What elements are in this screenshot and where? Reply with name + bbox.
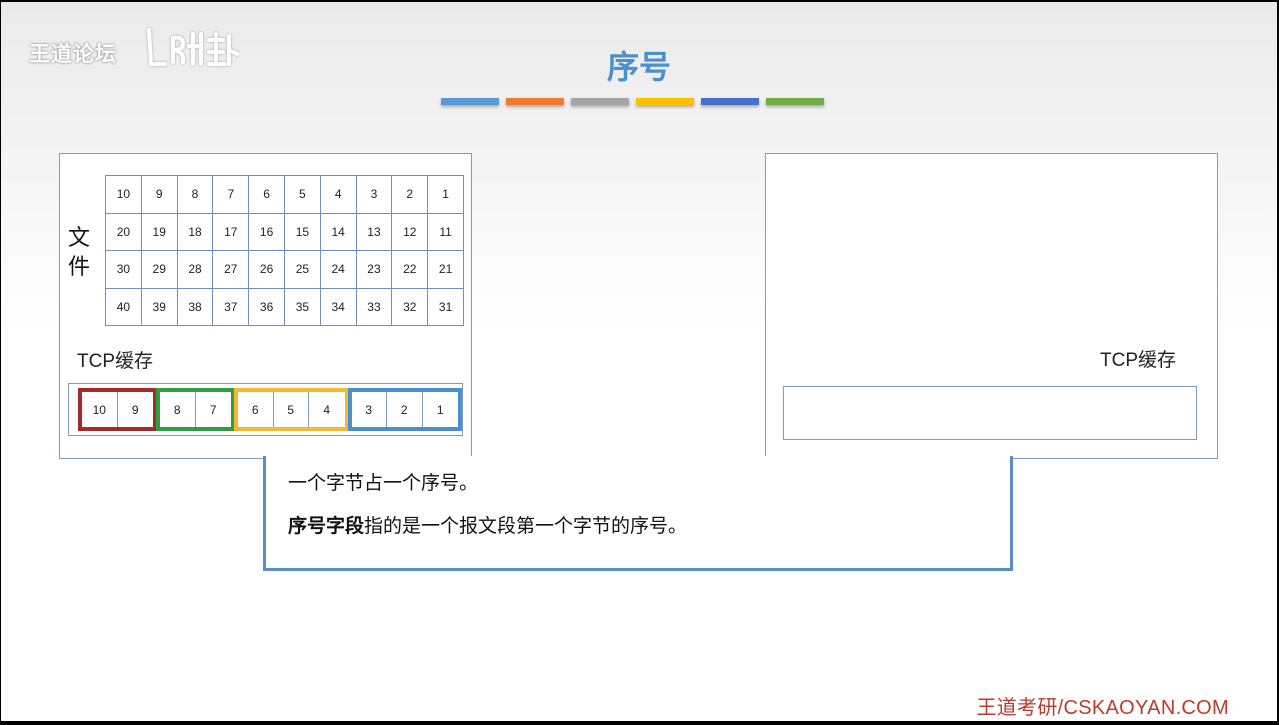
byte-cell: 35 [284,288,321,326]
byte-cell: 9 [141,176,178,214]
byte-cell: 22 [392,251,429,289]
receiver-panel: TCP缓存 [765,153,1218,459]
byte-cell: 25 [284,251,321,289]
byte-cell: 32 [392,288,429,326]
color-bar [441,98,499,105]
byte-cell: 34 [320,288,357,326]
byte-cell: 23 [356,251,393,289]
file-label-char: 件 [67,255,90,280]
segment-byte-cell: 8 [160,392,196,427]
byte-cell: 6 [249,176,285,214]
color-bar [701,98,759,105]
byte-cell: 2 [392,176,429,214]
note-bold-term: 序号字段 [288,515,365,537]
byte-cell: 14 [320,213,357,251]
byte-cell: 40 [106,288,142,326]
byte-cell: 3 [356,176,393,214]
byte-cell: 26 [249,251,285,289]
segment-byte-cell: 6 [238,392,274,427]
byte-cell: 33 [356,288,393,326]
watermark-logo-icon [147,28,239,66]
segment-byte-cell: 9 [131,402,139,417]
receiver-tcp-buffer [783,386,1197,440]
note-line-2-text: 指的是一个报文段第一个字节的序号。 [364,515,688,537]
byte-cell: 21 [428,251,464,289]
byte-cell: 38 [177,288,214,326]
segment-byte-cell: 5 [274,392,309,427]
note-line-2: 序号字段指的是一个报文段第一个字节的序号。 [288,511,687,538]
segment-byte-cell: 4 [323,402,331,417]
file-label-char: 文 [67,226,90,251]
byte-cell: 30 [106,251,142,289]
color-bar [636,98,694,105]
tcp-segment: 10 9 [78,388,157,431]
segment-byte-cell: 3 [352,392,387,427]
slide-title: 序号 [606,49,671,85]
file-label: 文 件 [66,224,92,282]
byte-cell: 7 [213,176,250,214]
byte-cell: 31 [428,288,464,326]
color-bar [571,98,629,105]
byte-cell: 18 [177,213,214,251]
receiver-tcp-buffer-label: TCP缓存 [1100,350,1177,371]
color-bar [766,98,824,105]
byte-cell: 13 [356,213,393,251]
segment-byte-cell: 1 [436,402,444,417]
sender-tcp-buffer-label: TCP缓存 [77,351,154,372]
byte-cell: 17 [213,213,250,251]
byte-cell: 36 [249,288,285,326]
byte-cell: 10 [106,176,142,214]
byte-cell: 16 [249,213,285,251]
byte-cell: 29 [141,251,178,289]
byte-cell: 5 [284,176,321,214]
note-line-1: 一个字节占一个序号。 [288,472,479,494]
byte-cell: 24 [320,251,357,289]
segment-byte-cell: 2 [387,392,423,427]
note-box: 一个字节占一个序号。 序号字段指的是一个报文段第一个字节的序号。 [263,456,1013,571]
byte-cell: 4 [320,176,357,214]
byte-cell: 37 [213,288,250,326]
byte-cell: 39 [141,288,178,326]
segment-byte-cell: 7 [209,402,217,417]
watermark-text: 王道论坛 [29,43,117,66]
byte-cell: 28 [177,251,214,289]
color-bar [506,98,564,105]
byte-cell: 12 [392,213,429,251]
segment-byte-cell: 10 [82,392,118,427]
byte-cell: 8 [177,176,214,214]
byte-cell: 27 [213,251,250,289]
footer-brand: 王道考研/CSKAOYAN.COM [976,697,1229,719]
byte-cell: 19 [141,213,178,251]
byte-cell: 20 [106,213,142,251]
byte-cell: 15 [284,213,321,251]
byte-cell: 1 [428,176,464,214]
byte-cell: 11 [428,213,464,251]
